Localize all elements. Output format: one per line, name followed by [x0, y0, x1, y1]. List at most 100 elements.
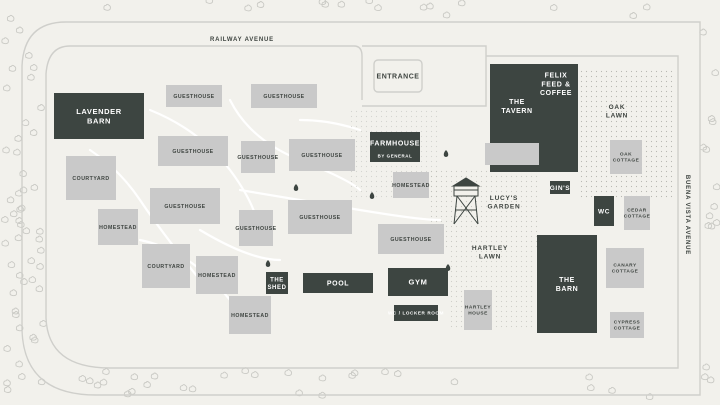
homestead-building[interactable]: HOMESTEAD [196, 256, 238, 294]
guesthouse-building[interactable]: GUESTHOUSE [158, 136, 228, 166]
tree-icon [419, 3, 428, 11]
tree-icon [150, 372, 159, 380]
guesthouse-building[interactable]: GUESTHOUSE [237, 141, 278, 173]
tree-icon [1, 37, 9, 45]
lucys-garden-line: LUCY'S [490, 195, 518, 202]
entrance-building[interactable]: ENTRANCE [373, 59, 423, 93]
guesthouse-building[interactable]: GUESTHOUSE [235, 210, 276, 246]
tree-icon [350, 369, 359, 377]
tree-canopy [712, 183, 720, 191]
tree-icon [12, 311, 20, 318]
tree-canopy [13, 148, 21, 156]
tree-icon [711, 69, 719, 77]
tree-icon [318, 374, 327, 382]
guesthouse-building[interactable]: GUESTHOUSE [289, 139, 355, 171]
tree-icon [550, 3, 558, 11]
tree-canopy [702, 363, 710, 371]
fire-pit-icon [293, 184, 299, 191]
gym-building[interactable]: GYM [388, 268, 448, 296]
tree-icon [37, 246, 45, 254]
wc-locker-line: WC / LOCKER ROOM [388, 311, 444, 316]
tree-icon [394, 370, 402, 377]
tree-canopy [36, 262, 44, 270]
guesthouse-building[interactable]: GUESTHOUSE [166, 85, 222, 107]
oak-cottage-footprint [610, 140, 642, 174]
tree-icon [99, 378, 108, 386]
tree-icon [78, 374, 87, 382]
pool-building[interactable]: POOL [303, 273, 373, 293]
guesthouse-footprint [378, 224, 444, 254]
tree-canopy [18, 372, 26, 380]
tree-canopy [712, 218, 720, 226]
tree-canopy [21, 119, 30, 127]
tavern-line: THE [509, 99, 525, 106]
guesthouse-building[interactable]: GUESTHOUSE [150, 188, 220, 224]
homestead-footprint [393, 172, 429, 198]
street-railway-avenue: RAILWAY AVENUE [210, 37, 274, 43]
guesthouse-building[interactable]: GUESTHOUSE [288, 200, 352, 234]
wc-right-building[interactable]: WC [594, 196, 614, 226]
courtyard-building[interactable]: COURTYARD [66, 156, 116, 200]
tree-icon [284, 369, 292, 377]
the-shed-line: SHED [267, 285, 286, 291]
tree-icon [426, 2, 434, 10]
guesthouse-building[interactable]: GUESTHOUSE [251, 84, 317, 108]
tree-icon [30, 63, 38, 71]
tree-icon [205, 0, 214, 4]
homestead-line: HOMESTEAD [231, 313, 269, 319]
guesthouse-building[interactable]: GUESTHOUSE [378, 224, 444, 254]
cedar-cottage-line: COTTAGE [624, 214, 651, 220]
tavern-line: TAVERN [501, 108, 532, 115]
tavern-annex-footprint [485, 143, 539, 165]
tree-canopy [30, 63, 38, 71]
gins-building[interactable]: GIN'S [550, 181, 571, 194]
tree-icon [39, 319, 47, 327]
tree-canopy [710, 202, 718, 210]
oak-cottage-line: OAK [620, 152, 632, 158]
cypress-cottage-line: COTTAGE [614, 326, 641, 332]
tree-canopy [707, 115, 716, 122]
tree-canopy [365, 0, 373, 5]
tree-canopy [205, 0, 214, 4]
tree-icon [128, 387, 136, 395]
tree-icon [374, 4, 382, 12]
tree-canopy [7, 261, 16, 269]
entrance-loop [362, 45, 487, 107]
tree-icon [11, 307, 20, 315]
hartley-lawn-line: HARTLEY [472, 245, 508, 252]
cedar-cottage-line: CEDAR [627, 208, 647, 214]
tree-icon [365, 0, 373, 5]
pool-footprint [303, 273, 373, 293]
fire-pit-icon [445, 264, 451, 271]
the-barn-line: BARN [556, 286, 579, 293]
homestead-building[interactable]: HOMESTEAD [229, 296, 271, 334]
tree-canopy [6, 14, 15, 22]
tree-canopy [19, 186, 28, 194]
tree-canopy [381, 368, 389, 376]
pool-line: POOL [327, 280, 349, 287]
tree-canopy [587, 384, 595, 392]
tree-canopy [419, 3, 428, 11]
tree-icon [15, 360, 23, 368]
courtyard-building[interactable]: COURTYARD [142, 244, 190, 288]
tree-canopy [699, 28, 707, 36]
wc-locker-building[interactable]: WC / LOCKER ROOM [388, 305, 444, 321]
tree-icon [2, 146, 10, 154]
tree-canopy [14, 234, 23, 242]
tree-icon [251, 371, 259, 379]
oak-lawn-line: OAK [609, 104, 626, 111]
tree-canopy [37, 104, 45, 111]
tree-canopy [1, 37, 9, 45]
homestead-building[interactable]: HOMESTEAD [98, 209, 138, 245]
homestead-building[interactable]: HOMESTEAD [392, 172, 430, 198]
tree-icon [93, 381, 102, 389]
